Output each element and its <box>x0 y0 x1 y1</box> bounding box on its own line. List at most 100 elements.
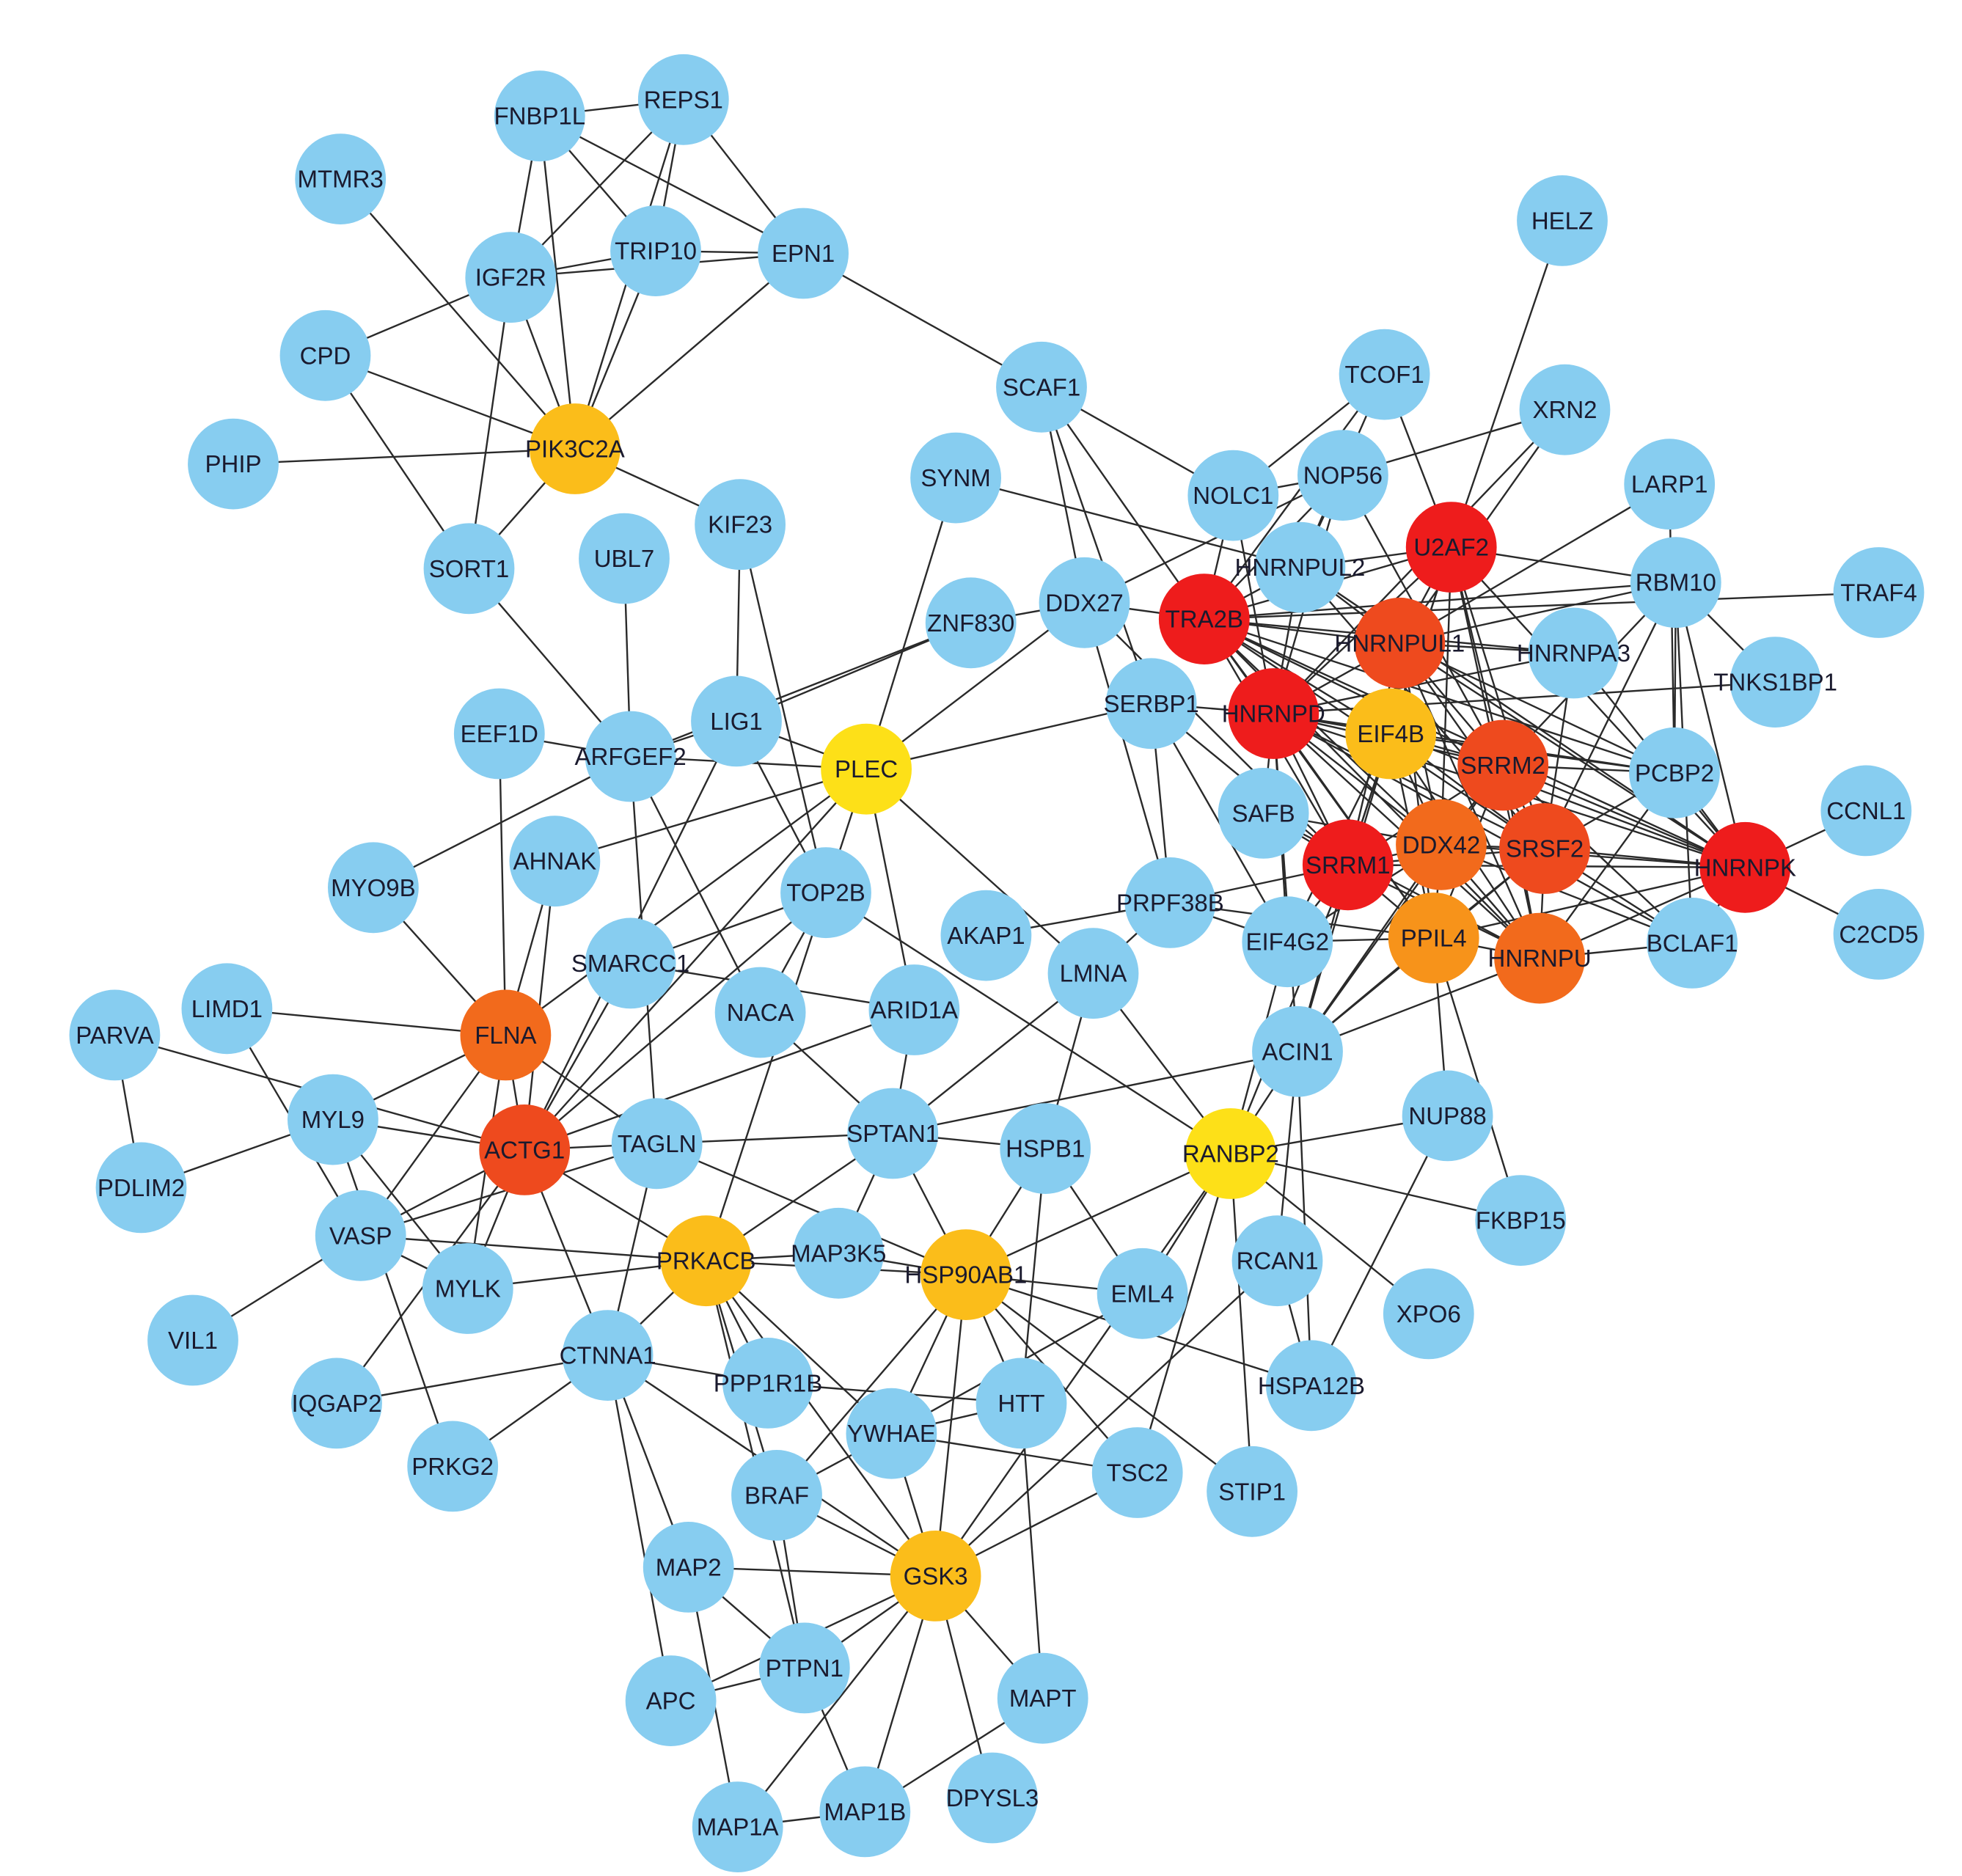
node-akap1[interactable]: AKAP1 <box>940 890 1032 981</box>
node-circle-ywhae[interactable] <box>846 1388 937 1479</box>
node-srrm1[interactable]: SRRM1 <box>1302 819 1394 911</box>
node-circle-traf4[interactable] <box>1833 547 1925 638</box>
node-circle-mapt[interactable] <box>997 1652 1088 1744</box>
node-circle-sptan1[interactable] <box>847 1088 939 1179</box>
node-circle-map3k5[interactable] <box>793 1207 885 1299</box>
node-xrn2[interactable]: XRN2 <box>1519 364 1611 455</box>
node-serbp1[interactable]: SERBP1 <box>1103 658 1199 750</box>
node-c2cd5[interactable]: C2CD5 <box>1833 889 1925 980</box>
node-circle-eif4g2[interactable] <box>1242 896 1333 988</box>
node-circle-gsk3[interactable] <box>890 1531 981 1622</box>
node-lig1[interactable]: LIG1 <box>691 675 782 767</box>
node-tnks1bp1[interactable]: TNKS1BP1 <box>1713 637 1837 728</box>
node-circle-u2af2[interactable] <box>1405 502 1497 593</box>
node-circle-vil1[interactable] <box>147 1294 238 1386</box>
node-circle-sort1[interactable] <box>423 523 515 615</box>
node-circle-map1b[interactable] <box>819 1766 911 1858</box>
node-map1a[interactable]: MAP1A <box>692 1781 783 1873</box>
node-hnrnpa3[interactable]: HNRNPA3 <box>1517 607 1630 699</box>
node-ccnl1[interactable]: CCNL1 <box>1820 765 1912 857</box>
node-circle-myl9[interactable] <box>288 1074 378 1165</box>
node-actg1[interactable]: ACTG1 <box>479 1104 571 1195</box>
node-rcan1[interactable]: RCAN1 <box>1231 1215 1323 1307</box>
node-circle-dpysl3[interactable] <box>947 1752 1038 1844</box>
node-circle-top2b[interactable] <box>780 847 871 939</box>
node-vasp[interactable]: VASP <box>315 1190 406 1281</box>
node-circle-tagln[interactable] <box>611 1098 703 1190</box>
node-circle-smarcc1[interactable] <box>585 917 676 1009</box>
node-circle-znf830[interactable] <box>925 577 1017 669</box>
node-ubl7[interactable]: UBL7 <box>579 513 670 604</box>
node-circle-ubl7[interactable] <box>579 513 670 604</box>
node-circle-pcbp2[interactable] <box>1629 727 1720 818</box>
node-circle-parva[interactable] <box>69 989 161 1081</box>
node-circle-igf2r[interactable] <box>465 232 557 323</box>
node-larp1[interactable]: LARP1 <box>1624 439 1716 530</box>
node-circle-rcan1[interactable] <box>1231 1215 1323 1307</box>
node-circle-larp1[interactable] <box>1624 439 1716 530</box>
node-circle-hnrnpa3[interactable] <box>1528 607 1619 699</box>
node-fnbp1l[interactable]: FNBP1L <box>494 70 585 162</box>
node-circle-epn1[interactable] <box>758 208 849 299</box>
node-circle-mtmr3[interactable] <box>295 133 387 224</box>
node-circle-prpf38b[interactable] <box>1124 857 1216 948</box>
node-circle-naca[interactable] <box>714 967 806 1058</box>
node-circle-apc[interactable] <box>625 1655 717 1747</box>
node-circle-arfgef2[interactable] <box>585 711 676 802</box>
node-limd1[interactable]: LIMD1 <box>181 963 273 1055</box>
node-cpd[interactable]: CPD <box>279 309 371 401</box>
node-circle-hnrnpul2[interactable] <box>1254 521 1346 613</box>
node-circle-fkbp15[interactable] <box>1475 1175 1567 1266</box>
node-map2[interactable]: MAP2 <box>643 1522 734 1613</box>
node-circle-c2cd5[interactable] <box>1833 889 1925 980</box>
node-circle-safb[interactable] <box>1218 768 1309 859</box>
node-circle-xpo6[interactable] <box>1383 1268 1474 1360</box>
node-circle-prkg2[interactable] <box>407 1421 499 1512</box>
node-circle-map2[interactable] <box>643 1522 734 1613</box>
node-traf4[interactable]: TRAF4 <box>1833 547 1925 638</box>
node-lmna[interactable]: LMNA <box>1047 928 1139 1019</box>
node-circle-phip[interactable] <box>188 418 279 510</box>
node-pcbp2[interactable]: PCBP2 <box>1629 727 1720 818</box>
node-phip[interactable]: PHIP <box>188 418 279 510</box>
node-htt[interactable]: HTT <box>975 1357 1067 1449</box>
node-znf830[interactable]: ZNF830 <box>925 577 1017 669</box>
node-acin1[interactable]: ACIN1 <box>1252 1005 1343 1097</box>
node-vil1[interactable]: VIL1 <box>147 1294 238 1386</box>
node-hnrnpul1[interactable]: HNRNPUL1 <box>1334 597 1465 689</box>
node-mapt[interactable]: MAPT <box>997 1652 1088 1744</box>
node-circle-htt[interactable] <box>975 1357 1067 1449</box>
node-iqgap2[interactable]: IQGAP2 <box>291 1357 382 1449</box>
node-circle-braf[interactable] <box>731 1450 822 1541</box>
node-circle-eml4[interactable] <box>1097 1247 1188 1339</box>
node-circle-hnrnpk[interactable] <box>1699 821 1791 913</box>
node-circle-xrn2[interactable] <box>1519 364 1611 455</box>
node-synm[interactable]: SYNM <box>910 432 1001 524</box>
node-circle-myo9b[interactable] <box>328 842 419 934</box>
node-circle-ddx27[interactable] <box>1039 557 1130 648</box>
node-circle-ppil4[interactable] <box>1388 893 1479 983</box>
node-arid1a[interactable]: ARID1A <box>868 964 960 1055</box>
node-nolc1[interactable]: NOLC1 <box>1187 450 1279 541</box>
node-circle-srrm1[interactable] <box>1302 819 1394 911</box>
node-circle-pdlim2[interactable] <box>95 1142 187 1234</box>
node-circle-stip1[interactable] <box>1207 1446 1297 1537</box>
node-circle-ctnna1[interactable] <box>562 1310 654 1401</box>
node-circle-lmna[interactable] <box>1047 928 1139 1019</box>
node-parva[interactable]: PARVA <box>69 989 161 1081</box>
node-circle-actg1[interactable] <box>479 1104 571 1195</box>
node-map1b[interactable]: MAP1B <box>819 1766 911 1858</box>
node-eif4b[interactable]: EIF4B <box>1345 688 1437 780</box>
node-u2af2[interactable]: U2AF2 <box>1405 502 1497 593</box>
node-circle-ranbp2[interactable] <box>1185 1108 1276 1199</box>
node-circle-eef1d[interactable] <box>453 688 545 780</box>
node-top2b[interactable]: TOP2B <box>780 847 871 939</box>
node-circle-hnrnpu[interactable] <box>1494 912 1585 1004</box>
node-circle-kif23[interactable] <box>695 479 786 571</box>
node-gsk3[interactable]: GSK3 <box>890 1531 981 1622</box>
node-rbm10[interactable]: RBM10 <box>1630 537 1721 629</box>
node-tra2b[interactable]: TRA2B <box>1158 574 1250 664</box>
node-circle-trip10[interactable] <box>610 205 701 296</box>
node-circle-scaf1[interactable] <box>996 341 1087 433</box>
node-eml4[interactable]: EML4 <box>1097 1247 1188 1339</box>
